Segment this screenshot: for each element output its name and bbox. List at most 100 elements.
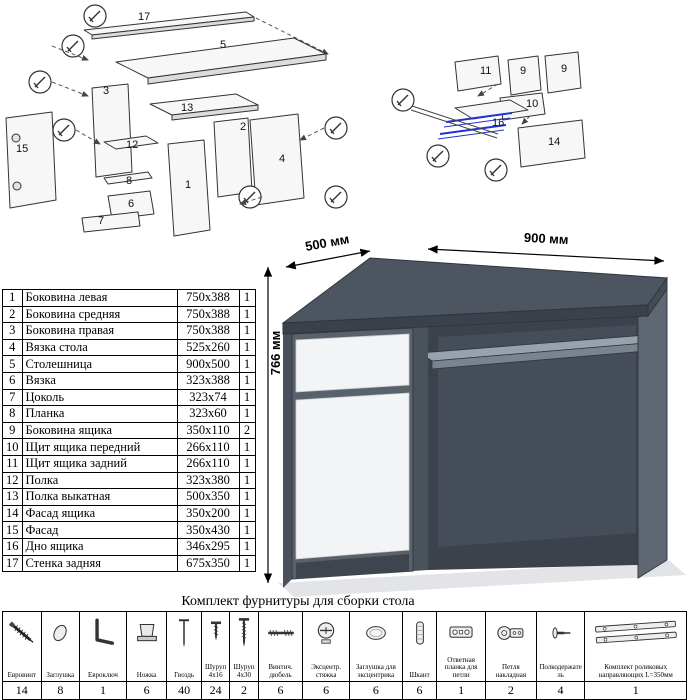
hardware-item: Шуруп 4х16 (200, 611, 231, 682)
parts-table-row: 10 Щит ящика передний 266x110 1 (2, 438, 256, 456)
part-qty-cell: 1 (238, 388, 256, 407)
hardware-item-qty: 14 (2, 681, 42, 700)
part-drawer-side-9a (507, 55, 542, 96)
part-number-cell: 10 (2, 438, 23, 456)
floor-shadow (278, 561, 686, 597)
part-number-cell: 15 (2, 521, 23, 539)
hardware-item-qty: 4 (535, 681, 586, 700)
hardware-item-qty: 6 (125, 681, 168, 700)
hardware-item-qty: 6 (302, 681, 350, 700)
part-number-cell: 5 (2, 355, 23, 373)
fastener-callout (426, 144, 450, 168)
parts-table-row: 3 Боковина правая 750x388 1 (2, 322, 256, 340)
hardware-item: Евровинт (2, 611, 42, 682)
hardware-kit-title: Комплект фурнитуры для сборки стола (181, 594, 415, 609)
hardware-item: Шуруп 4х30 (229, 611, 259, 682)
part-size-cell: 350x110 (176, 421, 240, 440)
parts-table-row: 14 Фасад ящика 350x200 1 (2, 504, 256, 523)
part-number-cell: 6 (2, 371, 23, 390)
part-qty-cell: 1 (238, 554, 256, 573)
part-number-label: 9 (561, 63, 567, 75)
hardware-item: Полкодержатель (535, 611, 586, 682)
door-front (295, 392, 410, 560)
part-number-cell: 16 (2, 537, 23, 556)
parts-table-row: 5 Столешница 900x500 1 (2, 355, 256, 373)
hardware-item: Шкант (401, 611, 438, 682)
part-number-label: 10 (526, 98, 538, 110)
part-number-label: 12 (126, 139, 138, 151)
parts-table-row: 2 Боковина средняя 750x388 1 (2, 305, 256, 324)
part-size-cell: 346x295 (176, 537, 240, 556)
part-tabletop-5 (115, 37, 327, 85)
part-name-cell: Стенка задняя (21, 554, 178, 573)
part-qty-cell: 1 (238, 289, 256, 307)
drawer-front (295, 333, 410, 393)
hardware-item-qty: 8 (40, 681, 81, 700)
part-plinth-7 (81, 211, 141, 233)
part-size-cell: 900x500 (176, 355, 240, 373)
part-name-cell: Планка (21, 405, 178, 423)
part-shelf-12 (103, 135, 159, 150)
part-number-cell: 13 (2, 488, 23, 506)
evroklyuch-icon (95, 618, 115, 646)
pedestal-plinth (296, 554, 409, 579)
hardware-item-label: Винтич. дюбель (268, 663, 293, 680)
hardware-item-label: Ножка (136, 671, 157, 680)
part-number-cell: 9 (2, 421, 23, 440)
part-qty-cell: 1 (238, 305, 256, 324)
part-door-facade-15 (5, 111, 57, 209)
part-qty-cell: 1 (238, 471, 256, 490)
part-number-cell: 4 (2, 338, 23, 357)
part-qty-cell: 1 (238, 338, 256, 357)
part-qty-cell: 1 (238, 438, 256, 456)
part-number-label: 3 (103, 85, 109, 97)
desk-right-side-panel (637, 287, 668, 579)
hardware-table: Евровинт Заглушка (2, 611, 687, 700)
hardware-item-label: Комплект роликовых направляющих L=350мм (598, 663, 673, 680)
part-name-cell: Щит ящика передний (21, 438, 178, 456)
hardware-item-label: Шуруп 4х30 (233, 663, 255, 680)
width-dimension-label: 900 мм (524, 233, 569, 247)
desk-open-compartment (428, 316, 638, 570)
part-number-label: 8 (126, 175, 132, 187)
part-name-cell: Дно ящика (21, 537, 178, 556)
hardware-item-qty: 1 (79, 681, 127, 700)
zaglushka-excentrika-icon (365, 626, 386, 640)
hardware-item: Эксцентр. стяжка (302, 611, 350, 682)
part-drawer-facade-14 (517, 119, 586, 168)
hardware-item: Гвоздь (166, 611, 202, 682)
zaglushka-icon (51, 622, 70, 644)
part-number-cell: 7 (2, 388, 23, 407)
desk-tabletop (281, 257, 668, 335)
part-name-cell: Боковина левая (21, 289, 178, 307)
part-name-cell: Полка (21, 471, 178, 490)
fastener-callout (28, 70, 52, 94)
hardware-item-qty: 2 (484, 681, 537, 700)
part-number-cell: 11 (2, 454, 23, 473)
part-back-wall-17 (83, 11, 255, 40)
part-name-cell: Столешница (21, 355, 178, 373)
parts-table-row: 13 Полка выкатная 500x350 1 (2, 488, 256, 506)
part-number-cell: 17 (2, 554, 23, 573)
part-size-cell: 323x380 (176, 471, 240, 490)
part-name-cell: Щит ящика задний (21, 454, 178, 473)
part-size-cell: 350x200 (176, 504, 240, 523)
gvozd-icon (177, 619, 191, 649)
desk-pedestal (291, 327, 414, 580)
parts-table-row: 11 Щит ящика задний 266x110 1 (2, 454, 256, 473)
assembled-desk-render: 766 мм 900 мм 500 мм (263, 233, 686, 597)
vintich-dyubel-icon (266, 628, 295, 638)
depth-dimension-label: 500 мм (304, 233, 351, 254)
exploded-view-carcass-diagram: 17 5 3 13 2 15 12 8 6 7 1 4 (5, 4, 348, 237)
hardware-item: Евроключ (79, 611, 127, 682)
part-number-cell: 8 (2, 405, 23, 423)
petlya-nakladnaya-icon (497, 626, 524, 640)
hardware-item-qty: 24 (200, 681, 231, 700)
part-qty-cell: 1 (238, 488, 256, 506)
dimension-depth: 500 мм (285, 233, 371, 270)
fastener-callout (83, 4, 107, 28)
part-qty-cell: 1 (238, 521, 256, 539)
hardware-item: Комплект роликовых направляющих L=350мм (584, 611, 687, 682)
